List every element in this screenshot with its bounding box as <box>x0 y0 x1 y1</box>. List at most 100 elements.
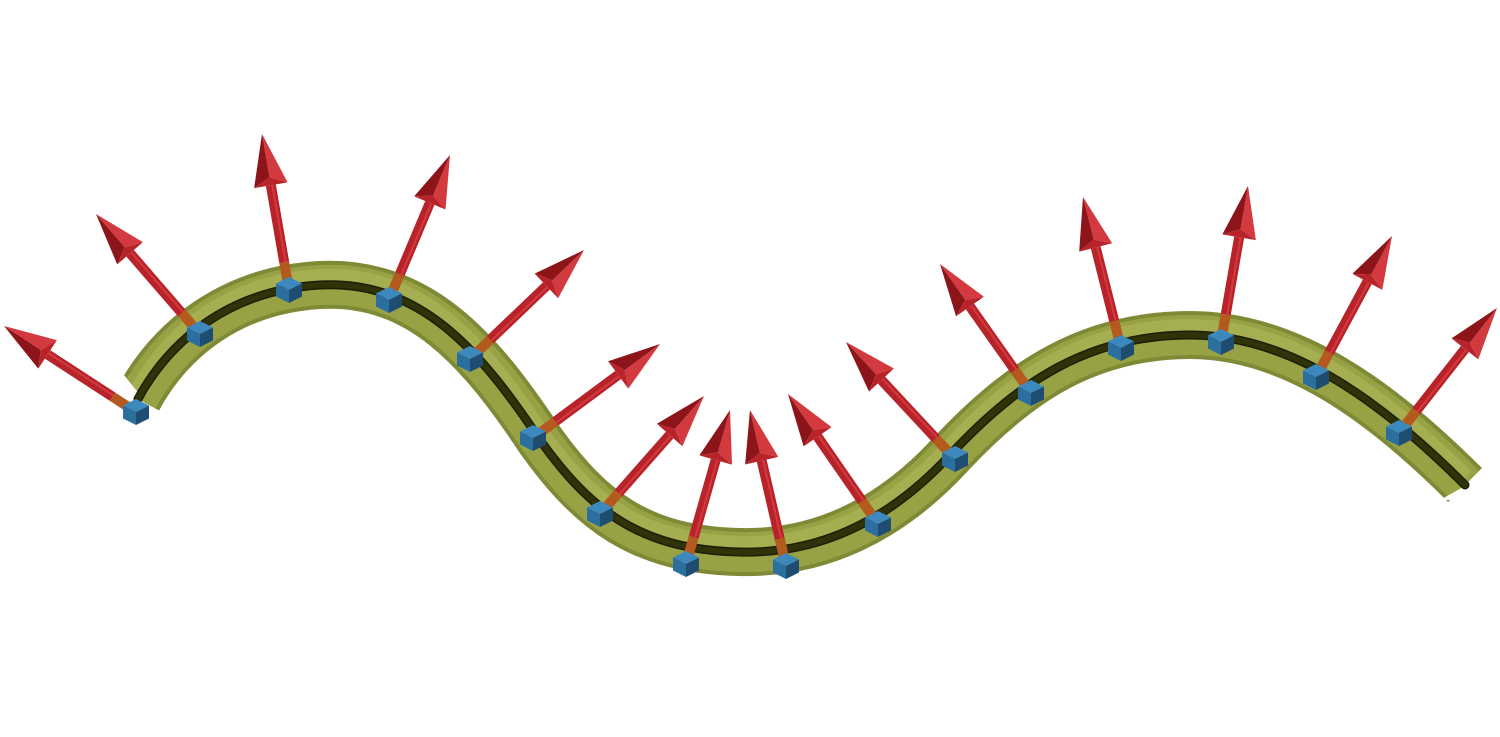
arrow-shaft <box>1090 246 1120 323</box>
arrow-head-dark <box>788 394 814 447</box>
arrow-shaft-highlight <box>1329 282 1370 354</box>
cube-left-face <box>1018 386 1031 406</box>
normal-vector-arrow <box>384 155 450 302</box>
normal-vector-arrow <box>596 396 704 518</box>
arrow-head-light <box>1371 236 1392 290</box>
arrow-head-dark <box>656 396 704 430</box>
normal-vector-arrow <box>846 342 959 463</box>
cube-right-face <box>1399 426 1412 446</box>
arrow-head-light <box>432 155 450 210</box>
cube-left-face <box>123 405 136 425</box>
sample-points <box>123 277 1412 579</box>
centerline-curve <box>133 280 1470 557</box>
normal-vector-arrow <box>745 410 791 568</box>
arrow-head-light <box>788 394 832 431</box>
sample-point-cube <box>673 551 699 577</box>
arrow-head-light <box>717 410 733 465</box>
normal-vector-arrow <box>4 326 139 417</box>
sample-point-cube <box>865 511 891 537</box>
sample-point-cube <box>942 446 968 472</box>
arrow-head-base <box>608 361 629 389</box>
arrow-head-dark <box>4 326 41 369</box>
arrow-shaft-highlight <box>618 435 672 495</box>
arrow-head-dark <box>1451 308 1497 343</box>
tube-highlight <box>130 268 1472 555</box>
arrow-head-dark <box>96 214 125 265</box>
cube-left-face <box>376 293 389 313</box>
arrow-shaft-highlight <box>400 203 433 276</box>
arrow-head-base <box>1222 229 1256 241</box>
arrow-head-dark <box>1079 197 1094 252</box>
arrow-shaft-highlight <box>1096 246 1117 321</box>
arrow-shaft <box>1220 236 1245 316</box>
arrow-head-dark <box>534 250 584 281</box>
normal-vector-arrow <box>788 394 883 527</box>
arrow-shaft <box>877 376 940 442</box>
cube-left-face <box>1386 426 1399 446</box>
arrow-head-light <box>1083 197 1113 244</box>
arrow-head-dark <box>699 410 730 456</box>
cube-right-face <box>136 405 149 425</box>
sample-point-cube <box>587 501 613 527</box>
arrow-head-dark <box>1352 236 1392 275</box>
arrow-shaft-highlight <box>1416 349 1467 413</box>
arrow-shaft-highlight <box>271 184 287 263</box>
arrow-head-light <box>940 264 984 300</box>
cube-left-face <box>673 557 686 577</box>
arrow-shaft-highlight <box>694 460 719 538</box>
normal-vector-arrow <box>530 344 660 443</box>
cube-left-face <box>457 352 470 372</box>
arrow-head-base <box>656 423 683 447</box>
cube-left-face <box>1303 370 1316 390</box>
cube-left-face <box>587 507 600 527</box>
cube-right-face <box>200 327 213 347</box>
arrow-shaft-highlight <box>47 352 114 397</box>
sample-point-cube <box>1386 420 1412 446</box>
arrow-head-base <box>699 452 733 465</box>
arrow-shaft <box>614 431 674 497</box>
arrow-shaft-highlight <box>818 435 865 501</box>
arrow-head-base <box>254 177 288 189</box>
arrow-shaft-highlight <box>970 305 1017 370</box>
arrow-head-light <box>262 134 288 183</box>
arrow-shaft-highlight <box>490 286 549 342</box>
sample-point-cube <box>520 425 546 451</box>
normal-vectors <box>4 134 1497 568</box>
arrow-shaft <box>486 282 550 344</box>
sample-point-cube <box>1108 335 1134 361</box>
arrow-head-dark <box>608 344 660 371</box>
cube-left-face <box>1208 335 1221 355</box>
arrow-shaft-highlight <box>881 378 938 439</box>
arrow-head-base <box>38 340 57 369</box>
arrow-head-light <box>1240 186 1256 241</box>
cube-right-face <box>1316 370 1329 390</box>
arrow-head-base <box>956 296 984 317</box>
normal-vector-arrow <box>1311 236 1392 380</box>
sample-point-cube <box>123 399 149 425</box>
cube-right-face <box>289 283 302 303</box>
arrow-head-base <box>1352 273 1383 290</box>
cube-right-face <box>1221 335 1234 355</box>
cube-right-face <box>1031 386 1044 406</box>
arrow-head-dark <box>940 264 966 317</box>
cube-left-face <box>187 327 200 347</box>
cube-right-face <box>686 557 699 577</box>
arrow-head-light <box>552 250 584 299</box>
cube-left-face <box>865 517 878 537</box>
sample-point-cube <box>457 346 483 372</box>
arrow-head-base <box>414 195 446 210</box>
sample-point-cube <box>276 277 302 303</box>
arrow-shaft <box>126 250 186 317</box>
arrow-shaft-highlight <box>555 375 620 424</box>
arrow-head-dark <box>1222 186 1248 235</box>
arrow-shaft-highlight <box>1226 237 1242 315</box>
arrow-head-base <box>117 242 143 265</box>
arrow-head-base <box>1451 338 1479 360</box>
arrow-head-base <box>869 368 894 392</box>
sample-point-cube <box>187 321 213 347</box>
arrow-head-light <box>1469 308 1497 360</box>
arrow-head-base <box>803 427 832 447</box>
cube-right-face <box>600 507 613 527</box>
cube-right-face <box>533 431 546 451</box>
